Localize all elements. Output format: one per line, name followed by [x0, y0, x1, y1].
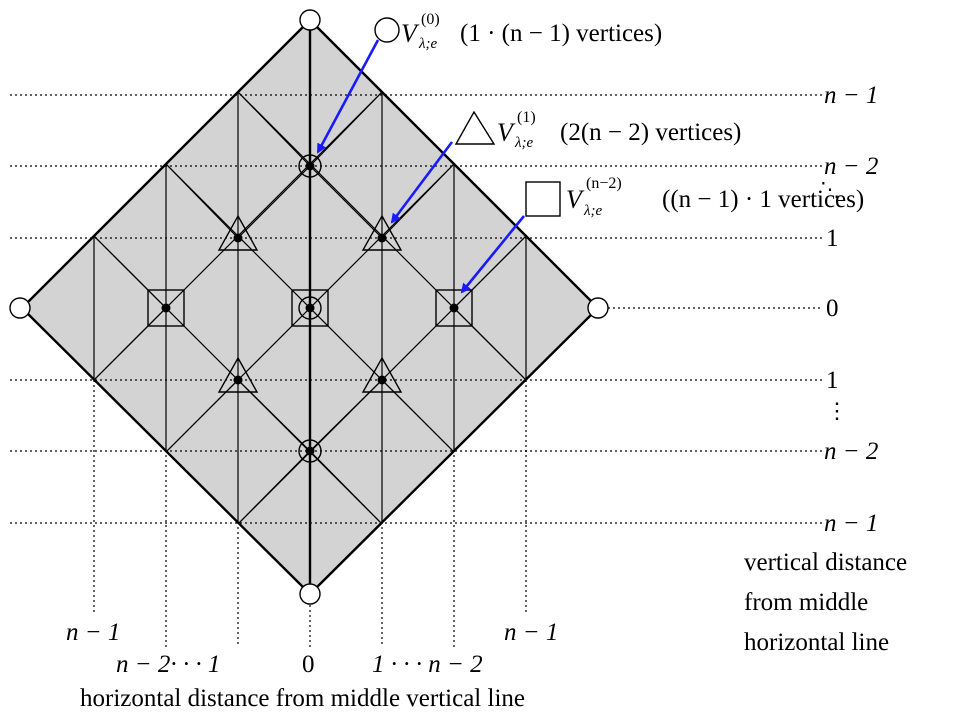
bottom-label-right-inner: 1 · · · n − 2	[372, 651, 483, 678]
pointer-arrows	[316, 39, 526, 294]
vertex-dot	[377, 233, 387, 243]
bottom-label-right-outer: n − 1	[504, 619, 558, 646]
bottom-label-left-outer: n − 1	[66, 619, 120, 646]
right-axis: n − 1 n − 2 ⋱ 1 0 1 ⋮ n − 2 n − 1 vertic…	[744, 82, 907, 656]
legend-triangle-icon	[454, 110, 496, 145]
triangle-marker	[217, 356, 259, 393]
right-label-bottom-n1: n − 1	[824, 510, 878, 537]
right-caption-line-1: vertical distance	[744, 549, 907, 576]
vertex-dot	[233, 233, 243, 243]
legend-square-icon	[525, 181, 561, 217]
square-marker	[435, 289, 473, 327]
vertex-dot	[377, 375, 387, 385]
corner-circle-bottom	[299, 583, 321, 605]
right-label-zero: 0	[826, 295, 839, 322]
right-label-bottom-1: 1	[826, 367, 839, 394]
arrow-triangle	[390, 141, 454, 224]
bottom-axis: n − 1 n − 2· · · 1 0 1 · · · n − 2 n − 1…	[66, 619, 558, 712]
legend-circle-sub: λ;e	[418, 36, 437, 52]
legend-square-symbol: V	[566, 185, 585, 214]
arrow-circle	[316, 39, 380, 154]
legend-triangle-count: (2(n − 2) vertices)	[560, 119, 741, 146]
vertex-dot	[305, 446, 315, 456]
vertex-dot	[305, 303, 315, 313]
legend-triangle-symbol: V	[497, 118, 516, 147]
legend-triangle-sub: λ;e	[514, 135, 533, 151]
triangle-marker	[361, 356, 403, 393]
legend-square-sup: (n−2)	[586, 175, 622, 192]
right-label-top-n1: n − 1	[824, 82, 878, 109]
legend-circle-symbol: V	[401, 19, 420, 48]
bottom-caption: horizontal distance from middle vertical…	[80, 685, 525, 712]
legend-circle-sup: (0)	[421, 11, 440, 28]
circle-marker-top	[298, 154, 322, 178]
square-marker	[291, 289, 329, 327]
vertex-dot	[449, 303, 459, 313]
corner-circle-top	[299, 9, 321, 31]
square-marker	[147, 289, 185, 327]
circle-marker-bottom	[298, 439, 322, 463]
vertex-dot	[233, 375, 243, 385]
vertex-dot	[305, 161, 315, 171]
right-caption-line-2: from middle	[744, 589, 868, 616]
right-ellipsis-top: ⋱	[820, 179, 840, 201]
vertex-markers	[9, 9, 609, 605]
legend-circle-icon	[374, 17, 400, 43]
right-label-top-n2: n − 2	[824, 153, 878, 180]
legend-square-sub: λ;e	[583, 203, 602, 219]
legend-triangle-sup: (1)	[517, 109, 536, 126]
bottom-label-zero: 0	[302, 651, 315, 678]
legend-circle-count: (1 · (n − 1) vertices)	[460, 20, 662, 47]
right-ellipsis-bottom: ⋮	[826, 398, 848, 423]
corner-circle-left	[9, 297, 31, 319]
right-label-top-1: 1	[826, 225, 839, 252]
arrow-square	[460, 215, 526, 294]
circle-marker-middle	[298, 296, 322, 320]
triangle-marker	[361, 214, 403, 251]
right-label-bottom-n2: n − 2	[824, 438, 878, 465]
bottom-label-left-inner: n − 2· · · 1	[116, 651, 220, 678]
corner-circle-right	[587, 297, 609, 319]
vertical-drop-lines	[93, 380, 527, 647]
horizontal-level-lines	[10, 94, 822, 524]
legend-square-count: ((n − 1) · 1 vertices)	[662, 186, 864, 213]
vertex-dot	[161, 303, 171, 313]
right-caption-line-3: horizontal line	[744, 629, 889, 656]
triangle-marker	[217, 214, 259, 251]
legend: V (0) λ;e (1 · (n − 1) vertices) V (1) λ…	[374, 11, 864, 219]
